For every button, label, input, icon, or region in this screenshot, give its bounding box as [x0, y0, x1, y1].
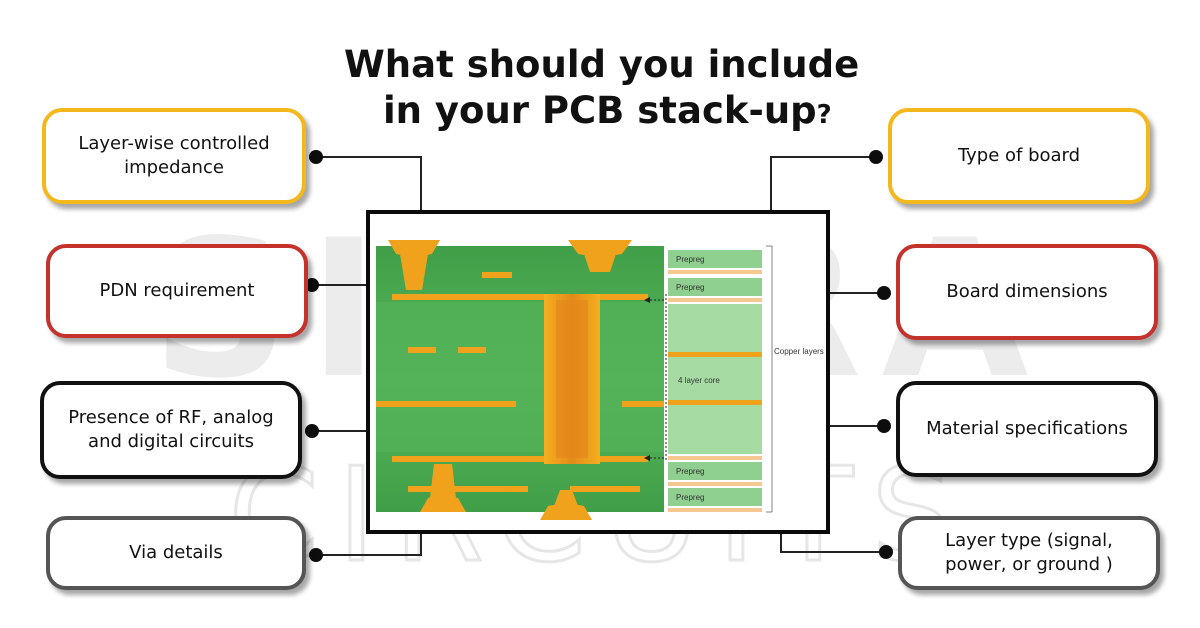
connector-line: [316, 554, 422, 556]
box-type-of-board: Type of board: [888, 108, 1150, 204]
stack-prepreg: [668, 488, 762, 506]
copper-plane: [392, 294, 648, 300]
core-band: [376, 302, 664, 452]
connector-dot: [309, 150, 323, 164]
title-line2-text: in your PCB stack-up: [383, 89, 817, 132]
connector-line: [780, 534, 782, 552]
copper-trace: [376, 401, 516, 407]
connector-line: [770, 156, 876, 158]
connector-dot: [877, 419, 891, 433]
title-question-mark: ?: [816, 100, 832, 130]
box-rf-analog-digital: Presence of RF, analog and digital circu…: [40, 381, 302, 479]
stack-copper: [668, 270, 762, 274]
connector-line: [316, 156, 421, 158]
connector-line: [830, 292, 884, 294]
connector-dot: [309, 548, 323, 562]
connector-line: [830, 425, 884, 427]
copper-trace: [408, 347, 436, 353]
guide-arrow: [644, 297, 650, 303]
label-copper-layers: Copper layers: [774, 347, 824, 356]
copper-trace: [458, 347, 486, 353]
connector-dot: [879, 545, 893, 559]
title-line2: in your PCB stack-up?: [320, 88, 880, 138]
label-prepreg-1: Prepreg: [676, 255, 704, 264]
pcb-cross-section: Prepreg Prepreg 4 layer core Prepreg Pre…: [376, 240, 824, 520]
box-material-specifications: Material specifications: [896, 381, 1158, 477]
via-top: [388, 240, 440, 290]
stack-core: [668, 304, 762, 454]
box-pdn-requirement: PDN requirement: [46, 244, 308, 338]
box-label: Via details: [129, 542, 223, 563]
label-prepreg-4: Prepreg: [676, 493, 704, 502]
box-label: Presence of RF, analog and digital circu…: [68, 407, 274, 452]
box-label: Material specifications: [926, 418, 1128, 439]
stack-prepreg: [668, 278, 762, 296]
stack-copper: [668, 508, 762, 512]
box-layer-wise-impedance: Layer-wise controlled impedance: [42, 108, 306, 204]
label-prepreg-2: Prepreg: [676, 283, 704, 292]
box-label: Board dimensions: [946, 281, 1108, 302]
box-via-details: Via details: [46, 516, 306, 590]
title-line1: What should you include: [344, 43, 860, 86]
connector-dot: [305, 424, 319, 438]
guide-arrow: [644, 455, 650, 461]
label-prepreg-3: Prepreg: [676, 467, 704, 476]
connector-line: [420, 156, 422, 210]
stack-copper: [668, 400, 762, 405]
connector-dot: [305, 278, 319, 292]
copper-trace: [482, 272, 512, 278]
via-bottom: [420, 464, 466, 512]
connector-line: [312, 284, 368, 286]
copper-plane: [392, 456, 648, 462]
connector-line: [780, 551, 886, 553]
copper-trace: [408, 486, 528, 492]
stack-prepreg: [668, 250, 762, 268]
box-label: PDN requirement: [99, 280, 255, 301]
copper-trace: [570, 486, 640, 492]
connector-line: [312, 430, 368, 432]
box-label: Type of board: [957, 145, 1081, 166]
connector-dot: [877, 286, 891, 300]
via-bottom: [540, 490, 592, 520]
stack-copper: [668, 482, 762, 486]
box-board-dimensions: Board dimensions: [896, 244, 1158, 340]
box-layer-type: Layer type (signal, power, or ground ): [898, 516, 1160, 590]
stack-copper: [668, 298, 762, 302]
stack-copper: [668, 456, 762, 460]
via-top: [568, 240, 632, 272]
connector-dot: [869, 150, 883, 164]
box-label: Layer-wise controlled impedance: [78, 133, 270, 178]
stack-copper: [668, 352, 762, 357]
box-label: Layer type (signal, power, or ground ): [945, 530, 1113, 575]
connector-line: [420, 534, 422, 555]
page-title: What should you include in your PCB stac…: [320, 42, 880, 138]
through-via-barrel: [556, 300, 588, 458]
stack-prepreg: [668, 462, 762, 480]
label-core: 4 layer core: [678, 376, 720, 385]
pcb-cross-section-frame: Prepreg Prepreg 4 layer core Prepreg Pre…: [366, 210, 830, 534]
connector-line: [770, 156, 772, 210]
copper-trace: [622, 401, 664, 407]
